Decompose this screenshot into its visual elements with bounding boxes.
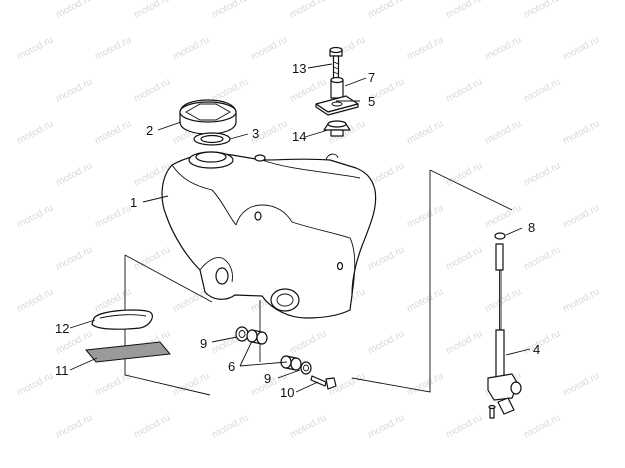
mount-grommet-upper (235, 326, 268, 345)
watermark-text: motod.ru (93, 202, 133, 230)
callout-9b: 9 (264, 371, 271, 386)
watermark-text: motod.ru (288, 0, 328, 21)
watermark-text: motod.ru (366, 0, 406, 21)
watermark-text: motod.ru (132, 412, 172, 440)
callout-6: 6 (228, 359, 235, 374)
watermark-text: motod.ru (522, 328, 562, 356)
callout-4: 4 (533, 342, 540, 357)
watermark-text: motod.ru (561, 34, 601, 62)
watermark-text: motod.ru (288, 328, 328, 356)
cap-gasket (193, 132, 231, 146)
watermark-text: motod.ru (93, 370, 133, 398)
watermark-text: motod.ru (522, 412, 562, 440)
watermark-text: motod.ru (483, 34, 523, 62)
callout-11: 11 (55, 363, 69, 378)
filler-cap (179, 99, 237, 135)
watermark-text: motod.ru (483, 118, 523, 146)
watermark-text: motod.ru (522, 160, 562, 188)
callout-labels: 1 2 3 4 5 6 7 8 9 9 10 11 12 13 14 (55, 61, 540, 400)
assembly-guide-lines (124, 169, 513, 396)
callout-13: 13 (292, 61, 306, 76)
watermark-text: motod.ru (444, 412, 484, 440)
watermark-text: motod.ru (483, 286, 523, 314)
callout-7: 7 (368, 70, 375, 85)
watermark-text: motod.ru (288, 412, 328, 440)
leader-lines (69, 63, 531, 393)
watermark-text: motod.ru (522, 244, 562, 272)
watermark-text: motod.ru (15, 34, 55, 62)
watermark-text: motod.ru (54, 0, 94, 21)
watermark-text: motod.ru (288, 76, 328, 104)
watermark-text: motod.ru (522, 0, 562, 21)
watermark-text: motod.ru (54, 160, 94, 188)
watermark-text: motod.ru (366, 328, 406, 356)
tank-bolt (310, 375, 337, 390)
watermark-text: motod.ru (444, 244, 484, 272)
callout-1: 1 (130, 195, 137, 210)
watermark-text: motod.ru (405, 202, 445, 230)
watermark-text: motod.ru (366, 244, 406, 272)
watermark-text: motod.ru (444, 160, 484, 188)
rubber-mat (85, 341, 171, 363)
watermark-text: motod.ru (405, 118, 445, 146)
callout-9a: 9 (200, 336, 207, 351)
callout-3: 3 (252, 126, 259, 141)
callout-2: 2 (146, 123, 153, 138)
cushion-pad (91, 309, 153, 330)
watermark-text: motod.ru (54, 244, 94, 272)
watermark-text: motod.ru (561, 370, 601, 398)
callout-5: 5 (368, 94, 375, 109)
rubber-grommet (323, 120, 351, 137)
watermark-text: motod.ru (405, 34, 445, 62)
watermark-text: motod.ru (444, 76, 484, 104)
watermark-text: motod.ru (561, 286, 601, 314)
watermark-text: motod.ru (561, 118, 601, 146)
watermark-text: motod.ru (210, 0, 250, 21)
watermark-text: motod.ru (444, 0, 484, 21)
watermark-text: motod.ru (15, 118, 55, 146)
callout-14: 14 (292, 129, 306, 144)
watermark-text: motod.ru (132, 244, 172, 272)
watermark-text: motod.ru (54, 412, 94, 440)
watermark-text: motod.ru (132, 76, 172, 104)
mounting-bolt (329, 46, 343, 79)
watermark-text: motod.ru (93, 34, 133, 62)
callout-10: 10 (280, 385, 294, 400)
watermark-text: motod.ru (483, 202, 523, 230)
watermark-text: motod.ru (171, 370, 211, 398)
watermark-text: motod.ru (93, 118, 133, 146)
watermark-text: motod.ru (561, 202, 601, 230)
watermark-text: motod.ru (210, 412, 250, 440)
mount-grommet-lower (280, 355, 312, 375)
o-ring (494, 232, 506, 240)
watermark-text: motod.ru (15, 286, 55, 314)
bracket-plate (315, 95, 359, 116)
watermark-text: motod.ru (132, 0, 172, 21)
watermark-text: motod.ru (171, 34, 211, 62)
callout-8: 8 (528, 220, 535, 235)
watermark-text: motod.ru (366, 412, 406, 440)
fuel-tap (487, 243, 522, 419)
spacer-bushing (330, 76, 344, 99)
watermark-text: motod.ru (405, 286, 445, 314)
callout-12: 12 (55, 321, 69, 336)
fuel-tank (161, 151, 377, 319)
watermark-text: motod.ru (405, 370, 445, 398)
watermark-text: motod.ru (54, 76, 94, 104)
watermark-text: motod.ru (249, 34, 289, 62)
watermark-text: motod.ru (522, 76, 562, 104)
watermark-text: motod.ru (15, 202, 55, 230)
watermark-text: motod.ru (444, 328, 484, 356)
watermark-text: motod.ru (15, 370, 55, 398)
